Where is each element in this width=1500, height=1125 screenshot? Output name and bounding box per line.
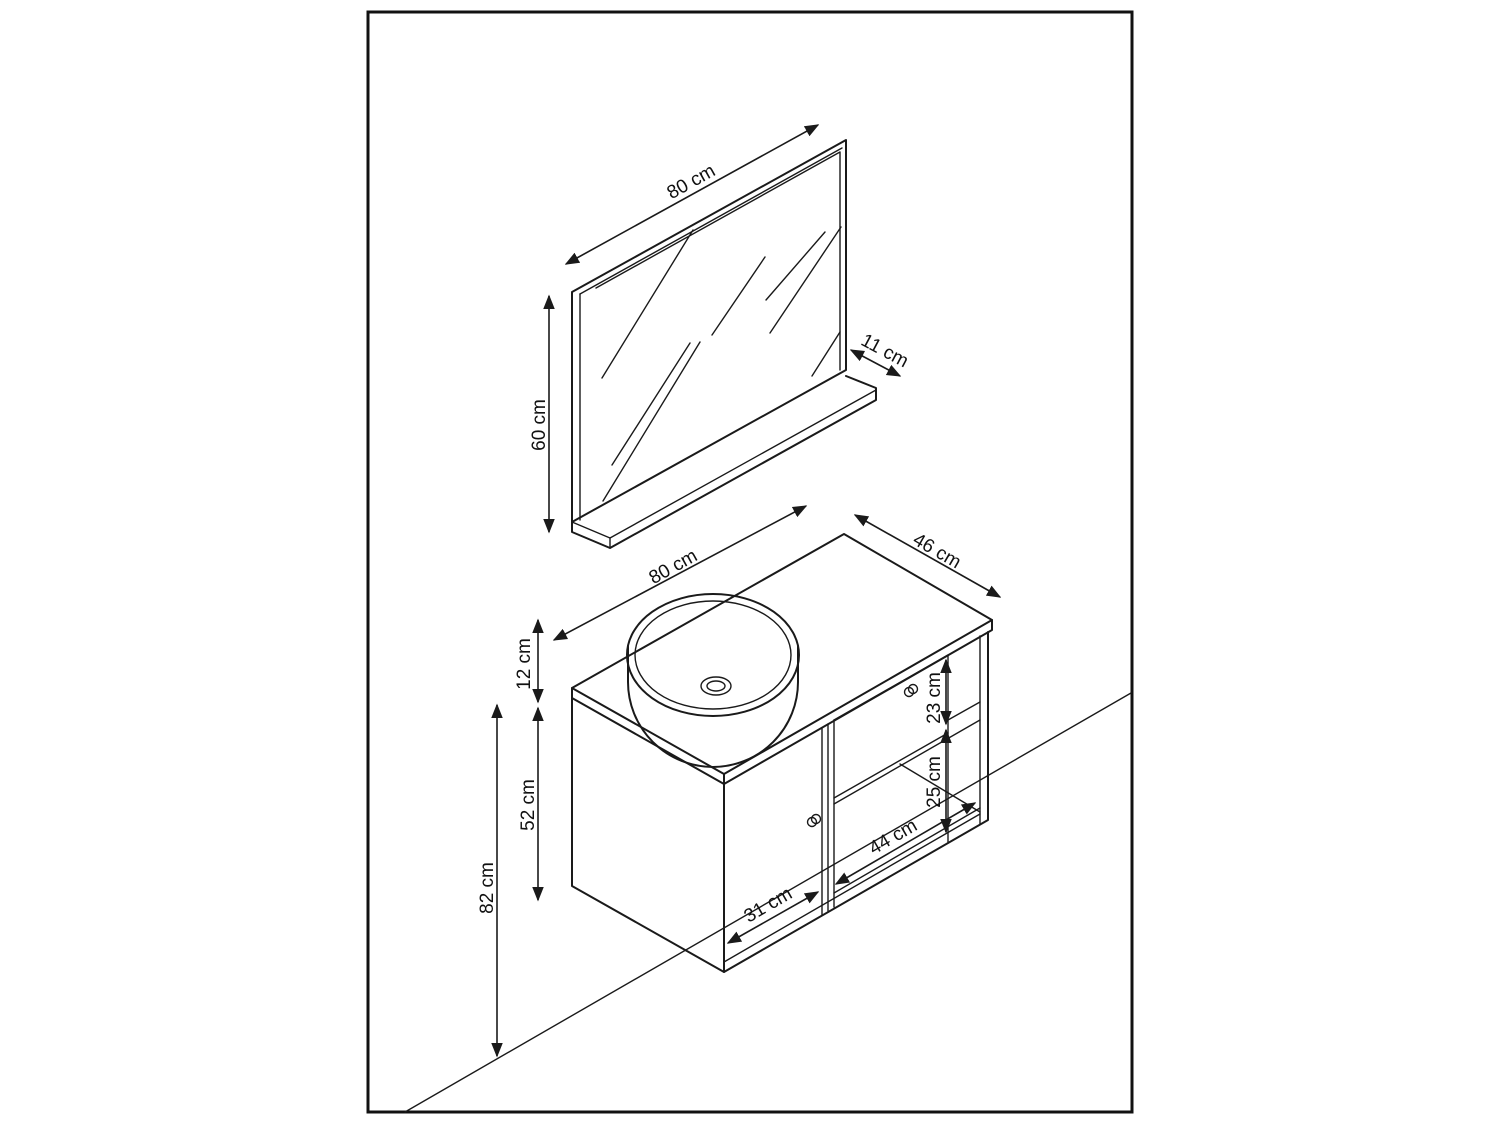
cabinet-width-label: 80 cm [646,545,701,588]
mirror-width-label: 80 cm [664,160,719,203]
drawing-frame [366,10,1134,1114]
total-height-label: 82 cm [477,862,498,914]
mirror-height-label: 60 cm [529,399,550,451]
basin-height-label: 12 cm [514,638,535,690]
lower-shelf-height-label: 25 cm [924,756,945,808]
mirror [571,139,877,549]
shelf-depth-label: 11 cm [857,330,911,372]
door-knob-icon [806,813,822,828]
vessel-basin [626,593,800,768]
drawer-knob-icon [903,683,919,698]
cabinet-depth-label: 46 cm [909,529,964,573]
cabinet-height-label: 52 cm [518,779,539,831]
upper-shelf-height-label: 23 cm [924,672,945,724]
dimension-arrows [491,124,1002,1058]
